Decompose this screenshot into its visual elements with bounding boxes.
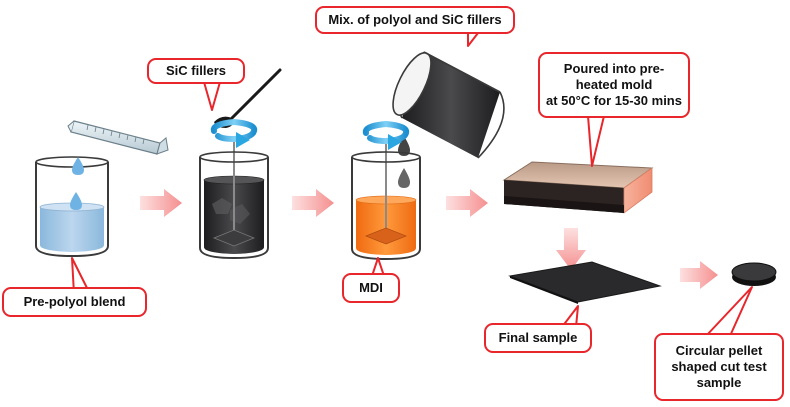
callout-pointers <box>71 32 753 337</box>
stir-arrow-icon <box>362 120 410 150</box>
beaker-sic <box>199 68 282 260</box>
callout-poured-into-mold: Poured into pre- heated mold at 50°C for… <box>538 52 690 118</box>
label-final-sample: Final sample <box>498 330 578 345</box>
droplet-icon <box>70 192 82 210</box>
flow-arrow-icon <box>680 261 718 289</box>
flow-arrow-icon <box>556 228 586 270</box>
callout-final-sample: Final sample <box>484 323 592 353</box>
callout-sic-fillers: SiC fillers <box>147 58 245 84</box>
label-sic-fillers: SiC fillers <box>166 63 226 78</box>
label-mdi: MDI <box>359 280 383 295</box>
label-pellet-line-1: Circular pellet <box>675 343 763 358</box>
callout-mix-polyol-sic: Mix. of polyol and SiC fillers <box>315 6 515 34</box>
pouring-beaker-icon <box>392 51 505 159</box>
stir-arrow-icon <box>210 118 258 148</box>
callout-pre-polyol-blend: Pre-polyol blend <box>2 287 147 317</box>
final-sample-sheet <box>508 261 662 304</box>
droplet-icon <box>72 157 84 175</box>
label-poured-line-1: Poured into pre- <box>563 61 665 76</box>
droplet-icon <box>398 136 410 156</box>
graduated-cylinder-icon <box>67 120 169 155</box>
label-poured-line-2: heated mold <box>575 77 653 92</box>
droplet-icon <box>398 168 410 188</box>
mold-icon <box>502 161 654 214</box>
flow-arrow-icon <box>140 189 182 217</box>
beaker-prepolyol <box>35 120 169 258</box>
callout-circular-pellet: Circular pellet shaped cut test sample <box>654 333 784 401</box>
callout-mdi: MDI <box>342 273 400 303</box>
label-pellet-line-2: shaped cut test <box>671 359 767 374</box>
pellet-icon <box>731 262 777 286</box>
label-pre-polyol-blend: Pre-polyol blend <box>23 294 126 309</box>
flow-arrow-icon <box>292 189 334 217</box>
flow-arrow-icon <box>446 189 488 217</box>
label-poured-line-3: at 50°C for 15-30 mins <box>546 93 682 108</box>
label-mix: Mix. of polyol and SiC fillers <box>328 12 502 27</box>
label-pellet-line-3: sample <box>696 375 742 390</box>
beaker-mdi <box>351 51 505 261</box>
